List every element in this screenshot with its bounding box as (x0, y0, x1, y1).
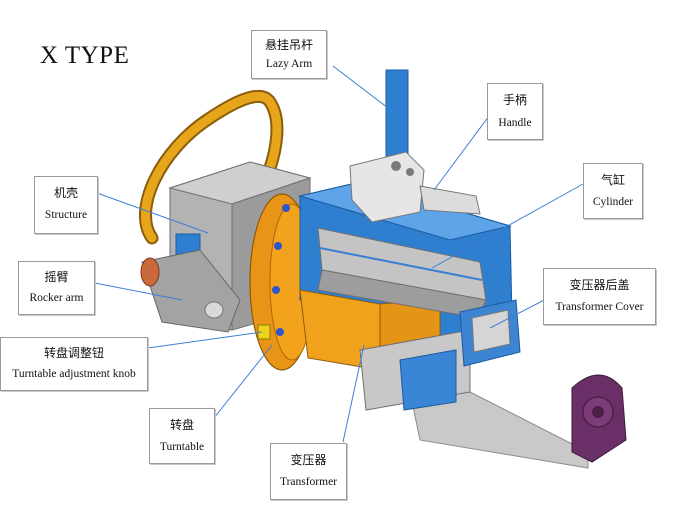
callout-lazy-arm-zh: 悬挂吊杆 (264, 38, 313, 52)
callout-rocker-arm-zh: 摇臂 (44, 270, 69, 284)
callout-cylinder: 气缸 Cylinder (583, 163, 643, 219)
callout-transformer-cover: 变压器后盖 Transformer Cover (543, 268, 656, 325)
callout-rocker-arm: 摇臂 Rocker arm (18, 261, 95, 315)
callout-turntable: 转盘 Turntable (149, 408, 215, 464)
callout-transformer: 变压器 Transformer (270, 443, 347, 500)
leader-structure (96, 192, 209, 234)
callout-turntable-zh: 转盘 (169, 418, 194, 432)
callout-transformer-cover-zh: 变压器后盖 (569, 278, 630, 292)
transformer-unit (359, 329, 471, 411)
callout-lazy-arm-en: Lazy Arm (265, 58, 313, 70)
callout-lazy-arm: 悬挂吊杆 Lazy Arm (251, 30, 327, 79)
callout-structure-zh: 机壳 (53, 186, 78, 200)
leader-lines (94, 65, 584, 443)
callout-rocker-arm-en: Rocker arm (29, 292, 84, 304)
leader-handle (433, 107, 496, 191)
callout-cylinder-zh: 气缸 (600, 173, 625, 187)
leader-turntable (213, 344, 273, 419)
callout-turntable-en: Turntable (159, 441, 205, 453)
callout-transformer-cover-en: Transformer Cover (555, 301, 644, 313)
callout-handle-zh: 手柄 (502, 93, 527, 107)
diagram-title: X TYPE (40, 42, 130, 69)
transformer-cover (459, 299, 521, 367)
callout-handle: 手柄 Handle (487, 83, 543, 140)
callout-transformer-zh: 变压器 (290, 453, 327, 467)
callout-cylinder-en: Cylinder (592, 196, 634, 208)
callout-transformer-en: Transformer (279, 476, 338, 488)
leader-rocker-arm (94, 282, 183, 301)
callout-turntable-knob-en: Turntable adjustment knob (12, 368, 136, 380)
handle-block (349, 151, 481, 223)
callout-structure-en: Structure (44, 209, 88, 221)
callout-turntable-knob: 转盘调整钮 Turntable adjustment knob (0, 337, 148, 391)
rocker-arm (140, 249, 241, 333)
cylinder-body (317, 227, 487, 319)
purple-fixture (571, 374, 627, 463)
leader-turntable-knob (147, 331, 263, 349)
callout-turntable-knob-zh: 转盘调整钮 (43, 346, 104, 360)
leader-lazy-arm (332, 65, 397, 115)
callout-handle-en: Handle (498, 117, 532, 129)
leader-cylinder (431, 183, 584, 269)
leader-transformer (342, 344, 365, 443)
callout-structure: 机壳 Structure (34, 176, 98, 234)
